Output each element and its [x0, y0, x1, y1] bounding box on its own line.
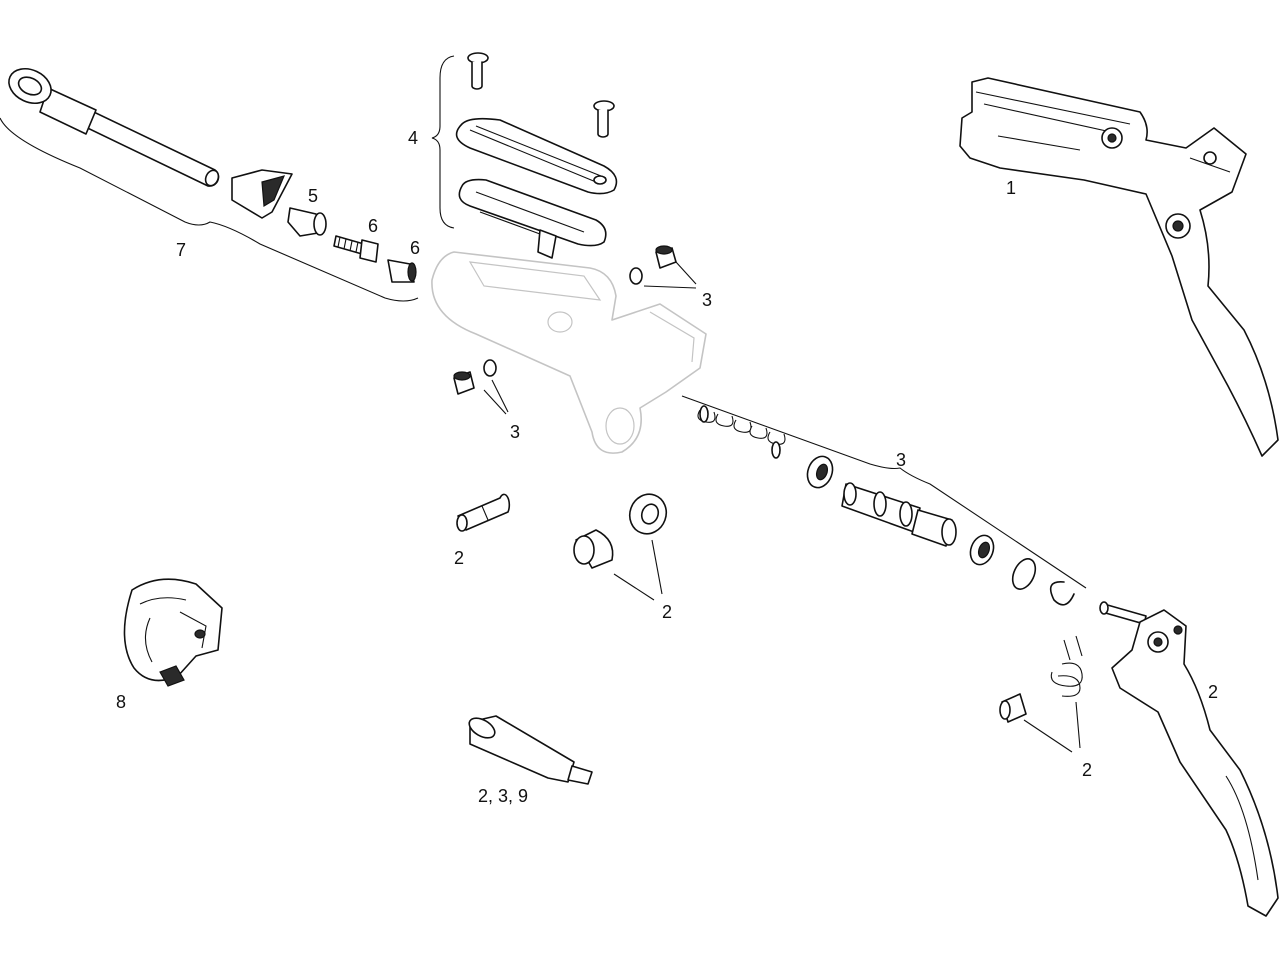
callout-2-bushings: 2 [662, 602, 672, 622]
port-plug-left [453, 371, 475, 395]
compression-nut [287, 207, 327, 237]
bushing-large [573, 529, 614, 569]
lever-pushrod [1099, 601, 1147, 625]
brake-lever-assembly [959, 77, 1279, 457]
bleed-tool [468, 715, 593, 785]
bearing-sleeve [999, 693, 1027, 723]
piston-seal-secondary [969, 534, 995, 566]
washer [1011, 558, 1037, 590]
bushing-flat [628, 493, 668, 535]
callout-6-nut: 6 [410, 238, 420, 258]
reservoir-cap [455, 117, 618, 195]
cap-screw-left [467, 52, 489, 90]
bracket-3-piston [681, 395, 1087, 589]
pivot-pin [456, 493, 511, 532]
callout-2-pin: 2 [454, 548, 464, 568]
hose-barb [231, 169, 293, 219]
leader-lines [483, 261, 1081, 753]
reservoir-bladder [458, 178, 607, 259]
callout-4: 4 [408, 128, 418, 148]
return-spring [697, 405, 786, 459]
callout-7: 7 [176, 240, 186, 260]
callout-5: 5 [308, 186, 318, 206]
callout-3-left: 3 [510, 422, 520, 442]
bracket-7 [0, 117, 419, 302]
o-ring-top [629, 267, 643, 285]
handlebar-clamp [123, 578, 223, 687]
piston-sleeve [911, 509, 957, 547]
callout-6-bolt: 6 [368, 216, 378, 236]
callout-2-3-9: 2, 3, 9 [478, 786, 528, 806]
bracket-4 [431, 55, 455, 229]
caliper-body-ghost [431, 251, 707, 454]
o-ring-left [483, 359, 497, 377]
callout-3-top: 3 [702, 290, 712, 310]
bleed-bolt [333, 235, 379, 263]
torsion-spring [1050, 635, 1083, 697]
circlip [1049, 581, 1075, 606]
lever-blade [1111, 609, 1279, 917]
callout-2-spring: 2 [1082, 760, 1092, 780]
callout-1: 1 [1006, 178, 1016, 198]
piston-seal-primary [806, 455, 834, 489]
callout-3-piston: 3 [896, 450, 906, 470]
callout-2-lever: 2 [1208, 682, 1218, 702]
port-plug-top [655, 245, 677, 269]
cap-screw-right [593, 100, 615, 138]
callout-8: 8 [116, 692, 126, 712]
bleed-nut [387, 259, 417, 283]
hose-assembly [8, 67, 220, 187]
piston [841, 482, 921, 533]
